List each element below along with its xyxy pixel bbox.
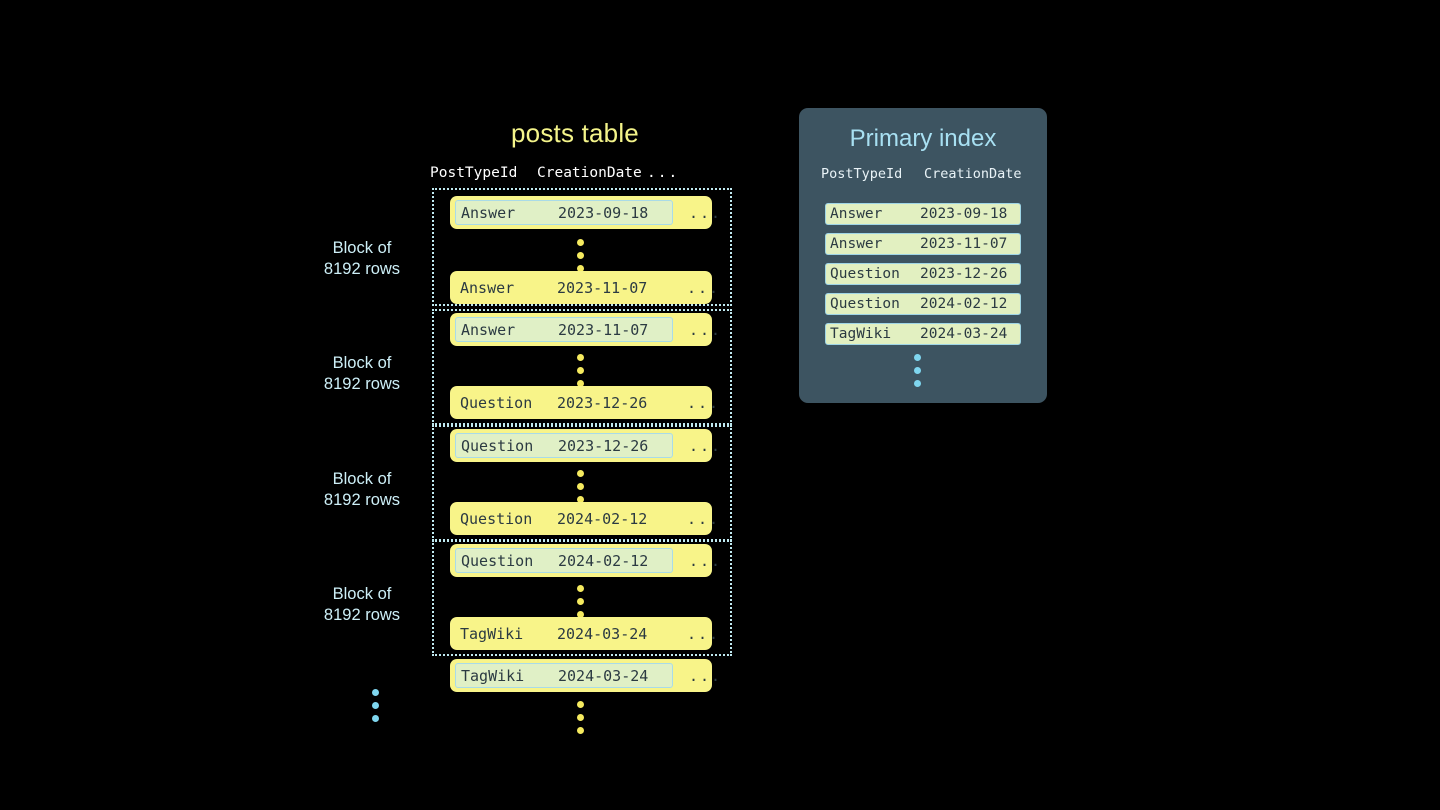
cell-creationdate: 2023-09-18 (558, 203, 649, 222)
primary-index-panel: Primary index PostTypeId CreationDate An… (799, 108, 1047, 403)
posts-table-group: posts table PostTypeId CreationDate ... … (324, 118, 750, 738)
cell-creationdate: 2023-09-18 (920, 206, 1008, 222)
block-2 (432, 309, 732, 425)
cell-creationdate: 2024-03-24 (557, 624, 648, 643)
vertical-ellipsis-dots (577, 582, 584, 621)
table-row[interactable]: Answer 2023-09-18 ... (450, 196, 720, 229)
block-1 (432, 188, 732, 306)
list-item[interactable]: Question 2023-12-26 (825, 263, 1021, 285)
cell-posttypeid: Question (830, 296, 900, 312)
cell-more: ... (687, 509, 721, 528)
table-row[interactable]: Answer 2023-11-07 ... (450, 271, 718, 304)
primary-index-column-headers: PostTypeId CreationDate (821, 166, 1036, 182)
column-header-posttypeid: PostTypeId (821, 166, 903, 182)
cell-posttypeid: Question (460, 509, 533, 528)
cell-creationdate: 2024-02-12 (557, 509, 648, 528)
table-row[interactable]: Answer 2023-11-07 ... (450, 313, 720, 346)
block-4-label: Block of 8192 rows (323, 585, 401, 624)
block-1-label: Block of 8192 rows (323, 239, 401, 278)
cell-more: ... (687, 624, 721, 643)
cell-more: ... (689, 203, 723, 222)
list-item[interactable]: Question 2024-02-12 (825, 293, 1021, 315)
cell-creationdate: 2024-02-12 (920, 296, 1008, 312)
vertical-ellipsis-dots (577, 467, 584, 506)
index-continue-ellipsis-dots (914, 351, 921, 390)
cell-creationdate: 2024-03-24 (558, 666, 649, 685)
list-item[interactable]: TagWiki 2024-03-24 (825, 323, 1021, 345)
cell-creationdate: 2023-12-26 (557, 393, 648, 412)
list-item[interactable]: Answer 2023-11-07 (825, 233, 1021, 255)
vertical-ellipsis-dots (577, 351, 584, 390)
primary-index-rows: Answer 2023-09-18 Answer 2023-11-07 Ques… (825, 203, 1021, 353)
block-4 (432, 540, 732, 656)
column-header-posttypeid: PostTypeId (430, 165, 518, 181)
cell-creationdate: 2023-11-07 (557, 278, 648, 297)
cell-posttypeid: TagWiki (830, 326, 892, 342)
row-cells: Question 2023-12-26 (455, 390, 671, 415)
column-header-more: ... (647, 165, 680, 181)
row-cells: Question 2024-02-12 (455, 548, 673, 573)
row-cells: TagWiki 2024-03-24 (455, 621, 671, 646)
cell-more: ... (689, 436, 723, 455)
primary-index-title: Primary index (849, 125, 997, 152)
table-row[interactable]: Question 2023-12-26 ... (450, 429, 720, 462)
cell-posttypeid: Question (830, 266, 900, 282)
cell-posttypeid: Answer (461, 320, 516, 339)
cell-posttypeid: Question (460, 393, 533, 412)
table-row[interactable]: TagWiki 2024-03-24 ... (450, 659, 720, 692)
posts-table-column-headers: PostTypeId CreationDate ... (430, 165, 730, 181)
row-cells: Question 2024-02-12 (455, 506, 671, 531)
cell-creationdate: 2023-12-26 (558, 436, 649, 455)
cell-more: ... (687, 278, 721, 297)
row-cells: TagWiki 2024-03-24 (455, 663, 673, 688)
row-cells: Answer 2023-11-07 (455, 275, 671, 300)
cell-posttypeid: Answer (460, 278, 515, 297)
column-header-creationdate: CreationDate (537, 165, 642, 181)
page-title: posts table (511, 118, 639, 148)
cell-posttypeid: TagWiki (461, 666, 525, 685)
cell-posttypeid: Answer (830, 236, 883, 252)
block-3-label: Block of 8192 rows (323, 470, 401, 509)
cell-more: ... (689, 666, 723, 685)
cell-creationdate: 2024-03-24 (920, 326, 1008, 342)
table-row[interactable]: TagWiki 2024-03-24 ... (450, 617, 718, 650)
block-2-label: Block of 8192 rows (323, 354, 401, 393)
table-row[interactable]: Question 2024-02-12 ... (450, 544, 720, 577)
row-cells: Answer 2023-09-18 (455, 200, 673, 225)
row-cells: Question 2023-12-26 (455, 433, 673, 458)
cell-more: ... (689, 320, 723, 339)
table-row[interactable]: Question 2024-02-12 ... (450, 502, 718, 535)
blocks-continue-ellipsis-dots (372, 686, 379, 725)
cell-more: ... (687, 393, 721, 412)
cell-posttypeid: Answer (461, 203, 516, 222)
vertical-ellipsis-dots (577, 236, 584, 275)
column-header-creationdate: CreationDate (924, 166, 1022, 182)
cell-creationdate: 2023-12-26 (920, 266, 1008, 282)
vertical-ellipsis-dots (577, 698, 584, 737)
cell-posttypeid: Question (461, 436, 534, 455)
cell-more: ... (689, 551, 723, 570)
cell-creationdate: 2024-02-12 (558, 551, 649, 570)
row-cells: Answer 2023-11-07 (455, 317, 673, 342)
cell-posttypeid: Question (461, 551, 534, 570)
cell-posttypeid: TagWiki (460, 624, 524, 643)
list-item[interactable]: Answer 2023-09-18 (825, 203, 1021, 225)
cell-creationdate: 2023-11-07 (920, 236, 1008, 252)
cell-creationdate: 2023-11-07 (558, 320, 649, 339)
table-row[interactable]: Question 2023-12-26 ... (450, 386, 718, 419)
cell-posttypeid: Answer (830, 206, 883, 222)
